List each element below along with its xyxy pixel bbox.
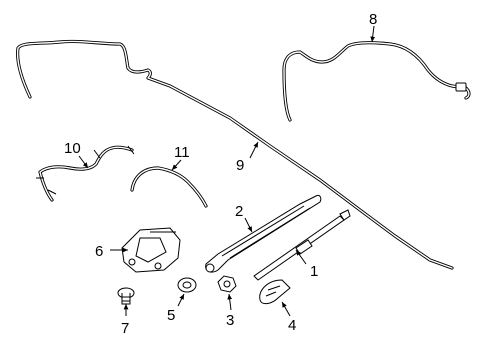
callout-labels: 8 9 10 11 2 1 6 7 5 3 4: [64, 11, 377, 337]
wiper-motor: [121, 227, 181, 273]
grommet: [177, 277, 197, 293]
callout-7: 7: [121, 320, 129, 337]
callout-6: 6: [95, 243, 103, 260]
callout-2: 2: [235, 203, 243, 220]
wiper-blade: [253, 209, 351, 281]
callout-8: 8: [369, 11, 377, 28]
nut: [217, 275, 237, 293]
callout-1: 1: [310, 263, 318, 280]
leader-lines: [78, 25, 376, 317]
callout-10: 10: [64, 140, 81, 157]
arm-cap: [259, 279, 291, 305]
bolt: [117, 287, 135, 305]
callout-9: 9: [236, 157, 244, 174]
wiper-arm: [205, 195, 322, 273]
callout-5: 5: [167, 307, 175, 324]
callout-11: 11: [174, 144, 190, 161]
washer-hose-long: [16, 39, 454, 270]
callout-3: 3: [226, 312, 234, 329]
washer-hose-upper: [282, 41, 471, 122]
washer-hose-short: [130, 166, 208, 208]
washer-hose-clips: [36, 145, 135, 202]
callout-4: 4: [288, 317, 296, 334]
